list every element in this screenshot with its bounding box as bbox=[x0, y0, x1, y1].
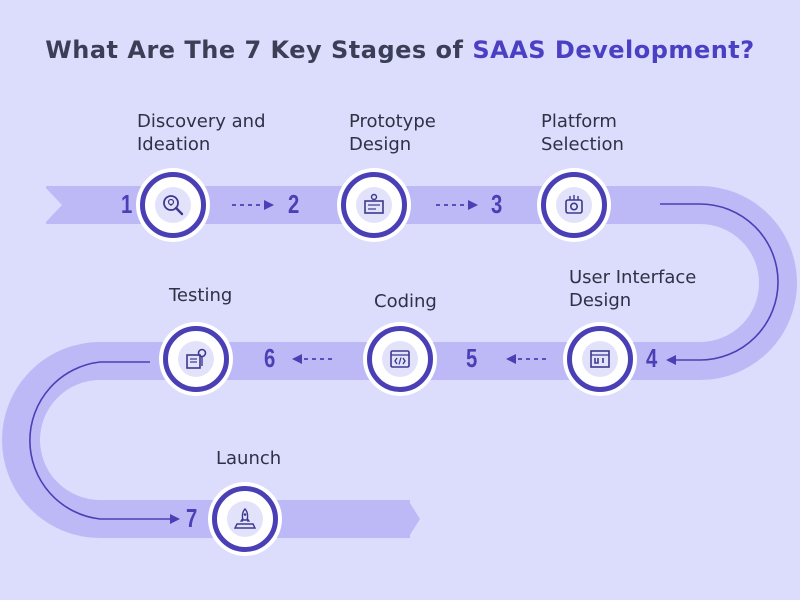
connector-2-3 bbox=[436, 200, 478, 210]
connector-5-6 bbox=[292, 354, 336, 364]
stage-6-label: Testing bbox=[169, 285, 233, 306]
search-bulb-icon bbox=[163, 195, 184, 216]
cloud-gear-icon bbox=[565, 195, 583, 214]
guide-line-right bbox=[660, 203, 779, 361]
stage-5-label: Coding bbox=[374, 291, 437, 312]
stage-1-number: 1 bbox=[121, 189, 133, 219]
stage-6-node bbox=[163, 326, 229, 392]
stage-7-number: 7 bbox=[186, 503, 198, 533]
connector-1-2 bbox=[232, 200, 274, 210]
stage-2-node bbox=[341, 172, 407, 238]
stage-7-label: Launch bbox=[216, 448, 282, 469]
stage-3-label: Platform Selection bbox=[541, 111, 624, 155]
title-prefix: What Are The 7 Key Stages of bbox=[45, 36, 473, 64]
code-window-icon bbox=[390, 350, 410, 368]
stage-5-node bbox=[367, 326, 433, 392]
stage-6-number: 6 bbox=[264, 343, 276, 373]
path-start-notch bbox=[44, 186, 62, 224]
stage-7-node bbox=[212, 486, 278, 552]
guide-line-left bbox=[29, 361, 172, 520]
blueprint-icon bbox=[364, 193, 384, 214]
stage-4-node bbox=[567, 326, 633, 392]
title-accent: SAAS Development? bbox=[472, 36, 755, 64]
stage-4-number: 4 bbox=[646, 343, 658, 373]
stage-5-number: 5 bbox=[466, 343, 478, 373]
guide-arrow-to-4 bbox=[666, 355, 676, 365]
page-title: What Are The 7 Key Stages of SAAS Develo… bbox=[0, 36, 800, 64]
stage-2-label: Prototype Design bbox=[349, 111, 436, 155]
connector-4-5 bbox=[506, 354, 550, 364]
testing-device-icon bbox=[186, 348, 207, 369]
stage-4-label: User Interface Design bbox=[569, 267, 697, 311]
stage-3-node bbox=[541, 172, 607, 238]
rocket-laptop-icon bbox=[233, 508, 257, 529]
stage-1-label: Discovery and Ideation bbox=[137, 111, 266, 155]
guide-arrow-to-7 bbox=[170, 514, 180, 524]
path-end-arrow bbox=[408, 500, 420, 538]
stage-1-node bbox=[140, 172, 206, 238]
stage-2-number: 2 bbox=[288, 189, 300, 219]
ui-screen-icon bbox=[590, 350, 610, 368]
stage-3-number: 3 bbox=[491, 189, 503, 219]
